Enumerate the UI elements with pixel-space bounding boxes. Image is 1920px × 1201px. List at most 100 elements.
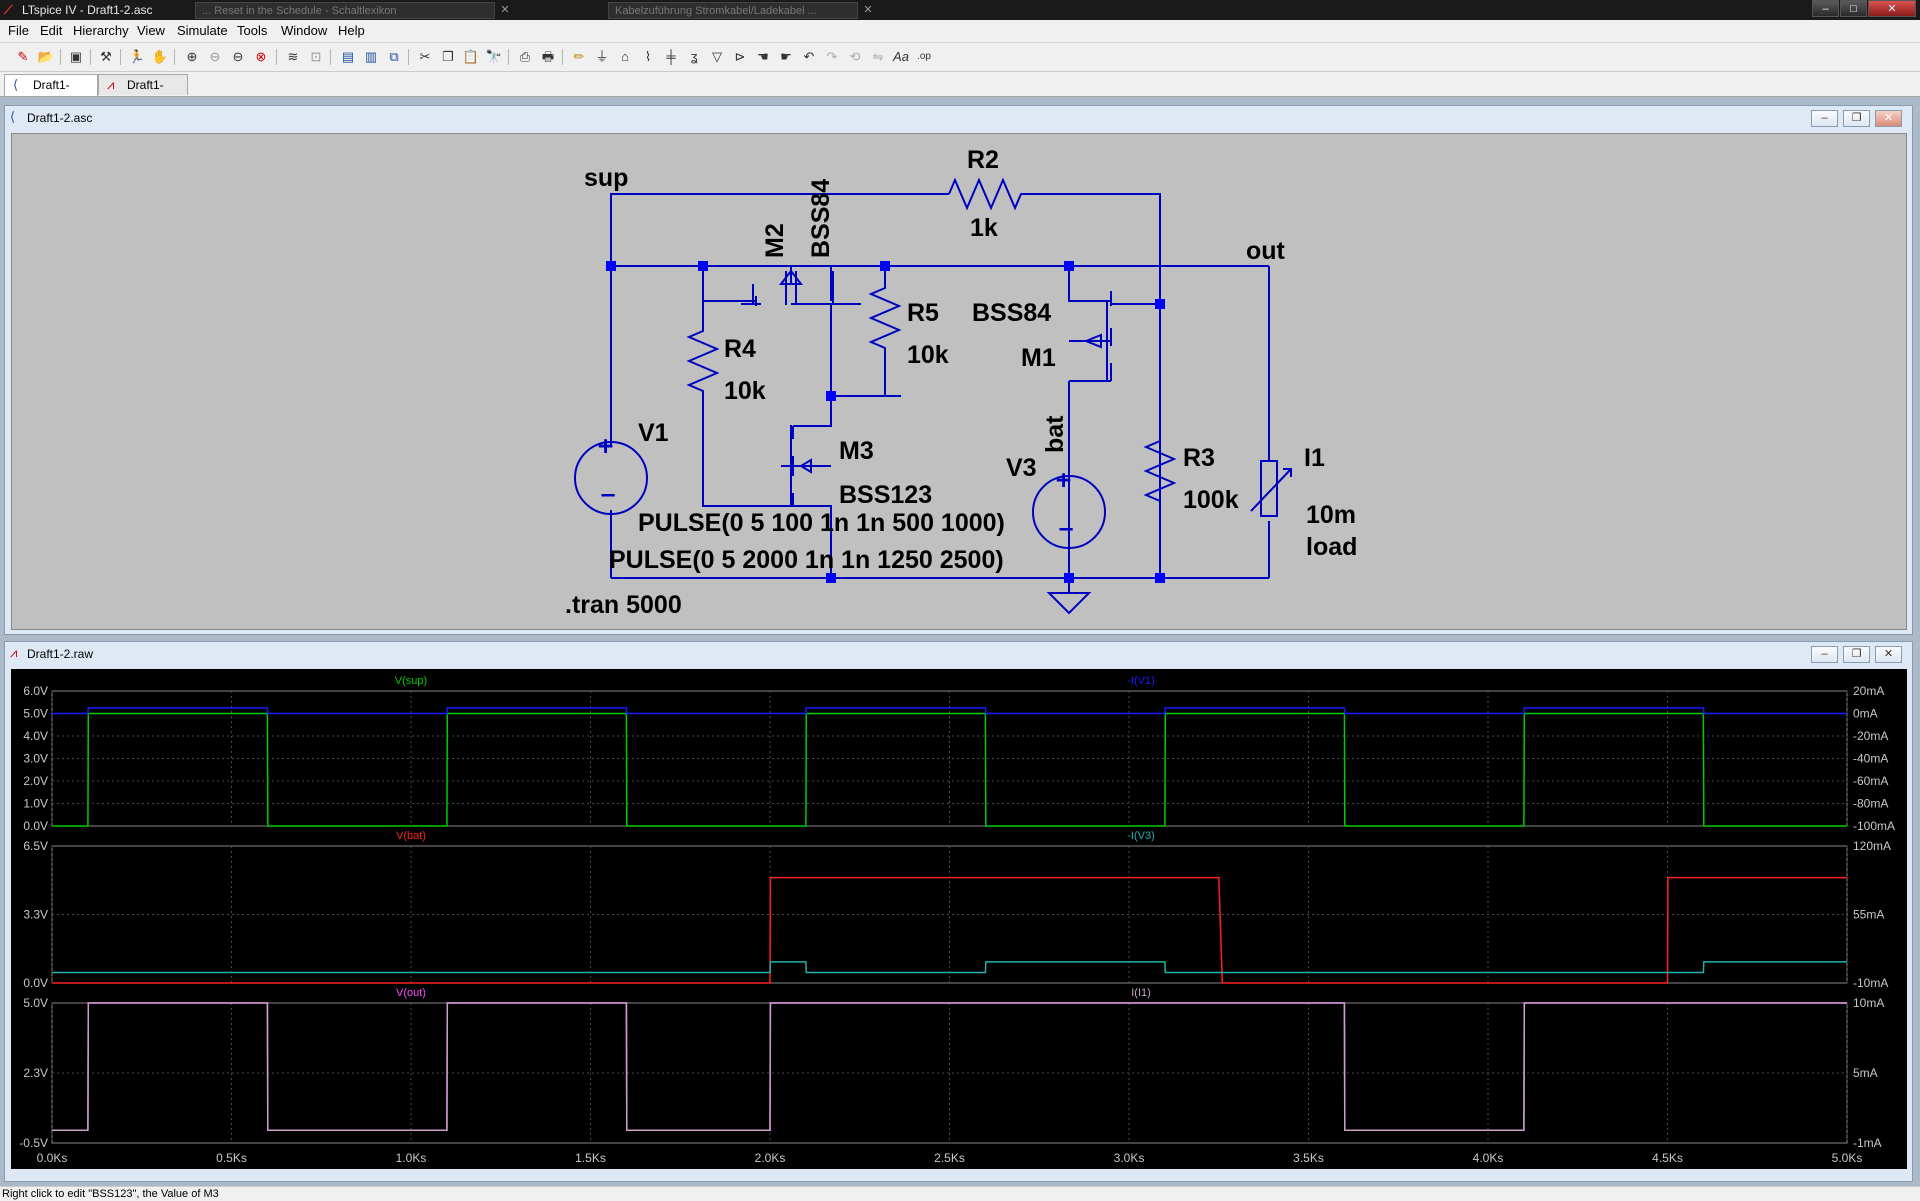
junction-dot[interactable] — [1064, 573, 1074, 583]
R2-name[interactable]: R2 — [967, 146, 999, 174]
menu-hierarchy[interactable]: Hierarchy — [73, 23, 129, 38]
mosfet-M1-gate[interactable] — [1083, 301, 1161, 578]
close-button[interactable]: ✕ — [1875, 646, 1902, 663]
mosfet-M2-symbol[interactable] — [702, 266, 901, 397]
R5-name[interactable]: R5 — [907, 299, 939, 327]
cascade-icon[interactable]: ⧉ — [389, 49, 399, 64]
M3-name[interactable]: M3 — [839, 437, 874, 465]
print-setup-icon[interactable]: ⎙ — [519, 49, 531, 64]
undo-icon[interactable]: ↶ — [803, 49, 815, 64]
net-label-bat[interactable]: bat — [1041, 415, 1069, 453]
mirror-icon[interactable]: ⇋ — [872, 49, 884, 64]
background-browser-tab[interactable]: Kabelzuführung Stromkabel/Ladekabel ... — [608, 2, 858, 19]
menu-file[interactable]: File — [8, 23, 29, 38]
M2-name[interactable]: M2 — [761, 223, 789, 258]
net-label-out[interactable]: out — [1246, 237, 1286, 265]
junction-dot[interactable] — [826, 573, 836, 583]
restore-button[interactable]: ❐ — [1843, 110, 1870, 127]
close-icon[interactable]: ✕ — [500, 4, 510, 16]
close-icon[interactable]: ✕ — [863, 4, 873, 16]
wire[interactable] — [610, 193, 949, 266]
I1-value2[interactable]: load — [1306, 533, 1357, 561]
trace-line[interactable] — [52, 1002, 1847, 1132]
trace-line[interactable] — [52, 712, 1847, 827]
restore-button[interactable]: ❐ — [1843, 646, 1870, 663]
tab-schematic[interactable]: ⟨ Draft1-2.asc — [4, 74, 98, 112]
resistor-R3-symbol[interactable] — [1143, 304, 1177, 578]
current-source-I1-symbol[interactable] — [1260, 460, 1278, 517]
V3-value[interactable]: PULSE(0 5 2000 1n 1n 1250 2500) — [609, 546, 1004, 574]
tab-waveform[interactable]: ⩘ Draft1-2.raw — [98, 74, 188, 112]
wire-icon[interactable]: ✏ — [573, 49, 585, 64]
pan-icon[interactable]: ✋ — [151, 49, 169, 64]
trace-line[interactable] — [52, 707, 1847, 715]
ground-symbol[interactable] — [1046, 592, 1092, 615]
R3-value[interactable]: 100k — [1183, 486, 1239, 514]
resistor-R2-symbol[interactable] — [948, 177, 1161, 304]
waveform-window-titlebar[interactable]: ⩘ Draft1-2.raw – ❐ ✕ — [5, 642, 1912, 666]
mosfet-M2-plates[interactable] — [752, 271, 834, 305]
wire[interactable] — [1069, 266, 1270, 579]
junction-dot[interactable] — [826, 391, 836, 401]
tile-horizontal-icon[interactable]: ▤ — [341, 49, 355, 64]
copy-icon[interactable]: ❐ — [442, 49, 454, 64]
net-label-sup[interactable]: sup — [584, 164, 628, 192]
junction-dot[interactable] — [1155, 299, 1165, 309]
menu-view[interactable]: View — [137, 23, 165, 38]
capacitor-icon[interactable]: ╪ — [666, 49, 676, 64]
save-icon[interactable]: ▣ — [69, 49, 83, 64]
close-button[interactable]: ✕ — [1875, 110, 1902, 127]
current-source-I1-arrow[interactable] — [1250, 468, 1292, 512]
M2-value[interactable]: BSS84 — [807, 179, 835, 258]
paste-icon[interactable]: 📋 — [462, 49, 480, 64]
diode-icon[interactable]: ▽ — [712, 49, 722, 64]
zoom-out-icon[interactable]: ⊖ — [209, 49, 221, 64]
junction-dot[interactable] — [1064, 261, 1074, 271]
inductor-icon[interactable]: ʓ — [690, 49, 698, 64]
schematic-drawing[interactable]: + – + – sup out bat R2 1k M2 BSS84 R4 — [12, 134, 1906, 629]
minimize-button[interactable]: – — [1812, 0, 1839, 17]
M1-name[interactable]: M1 — [1021, 344, 1056, 372]
menu-help[interactable]: Help — [338, 23, 365, 38]
cut-icon[interactable]: ✂ — [419, 49, 431, 64]
maximize-button[interactable]: □ — [1840, 0, 1867, 17]
zoom-back-icon[interactable]: ⊖ — [232, 49, 244, 64]
junction-dot[interactable] — [698, 261, 708, 271]
voltage-source-V1-symbol[interactable] — [574, 441, 648, 515]
open-icon[interactable]: 📂 — [37, 49, 55, 64]
schematic-window-titlebar[interactable]: ⟨ Draft1-2.asc – ❐ ✕ — [5, 106, 1912, 130]
label-net-icon[interactable]: ⌂ — [621, 49, 629, 64]
minimize-button[interactable]: – — [1811, 646, 1838, 663]
ground-icon[interactable]: ⏚ — [595, 49, 609, 64]
close-window-button[interactable]: ✕ — [1868, 0, 1916, 17]
M3-value[interactable]: BSS123 — [839, 481, 932, 509]
menu-tools[interactable]: Tools — [237, 23, 268, 38]
V3-name[interactable]: V3 — [1006, 454, 1037, 482]
I1-name[interactable]: I1 — [1304, 444, 1325, 472]
menu-simulate[interactable]: Simulate — [177, 23, 228, 38]
rotate-icon[interactable]: ⟲ — [849, 49, 861, 64]
mosfet-M3-symbol[interactable] — [781, 396, 832, 578]
R2-value[interactable]: 1k — [970, 214, 998, 242]
resistor-R4-symbol[interactable] — [686, 266, 781, 507]
mosfet-M2-arrow[interactable] — [778, 266, 804, 285]
background-browser-tab[interactable]: ... Reset in the Schedule - Schaltlexiko… — [195, 2, 495, 19]
component-icon[interactable]: ⊳ — [734, 49, 746, 64]
text-icon[interactable]: Aa — [893, 49, 909, 64]
V1-name[interactable]: V1 — [638, 419, 669, 447]
autorange-icon[interactable]: ≋ — [287, 49, 299, 64]
resistor-icon[interactable]: ⌇ — [644, 49, 652, 64]
junction-dot[interactable] — [606, 261, 616, 271]
new-schematic-icon[interactable]: ✎ — [17, 49, 29, 64]
V1-value[interactable]: PULSE(0 5 100 1n 1n 500 1000) — [638, 509, 1005, 537]
M1-value[interactable]: BSS84 — [972, 299, 1051, 327]
redo-icon[interactable]: ↷ — [826, 49, 838, 64]
R5-value[interactable]: 10k — [907, 341, 949, 369]
junction-dot[interactable] — [880, 261, 890, 271]
R4-name[interactable]: R4 — [724, 335, 756, 363]
zoom-fit-icon[interactable]: ⊗ — [255, 49, 267, 64]
zoom-reset-icon[interactable]: ⊡ — [310, 49, 322, 64]
find-icon[interactable]: 🔭 — [485, 49, 503, 64]
spice-directive-icon[interactable]: .op — [917, 51, 931, 62]
